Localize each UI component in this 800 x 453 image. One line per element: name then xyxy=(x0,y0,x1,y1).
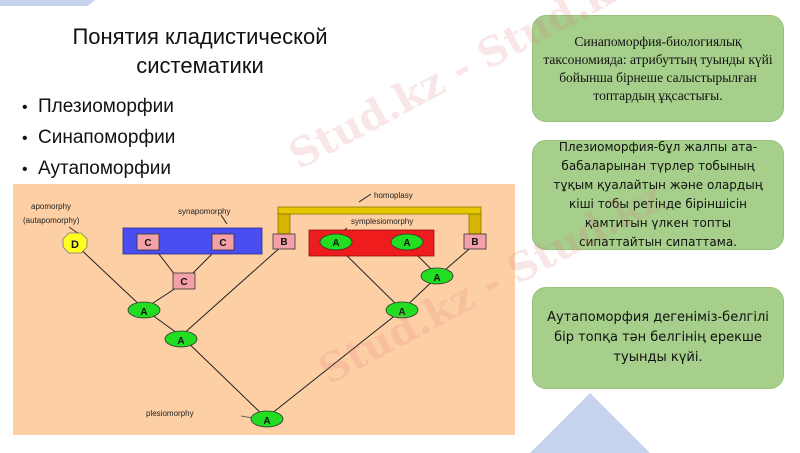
node-a-root-label: A xyxy=(263,416,270,427)
bullet-synapomorphy: Синапоморфии xyxy=(22,123,175,154)
corner-decoration-top-left xyxy=(0,0,95,6)
node-a-right-upper xyxy=(420,267,454,285)
node-b-right-label: B xyxy=(471,237,478,248)
node-c-left-label: C xyxy=(144,238,151,249)
node-a-sym-left-label: A xyxy=(332,238,339,249)
node-a-sym-right xyxy=(390,233,424,251)
node-a-right-lower-label: A xyxy=(398,307,405,318)
card-synapomorphy-definition: Синапоморфия-биологиялық таксономияда: а… xyxy=(532,15,784,122)
label-homoplasy: homoplasy xyxy=(374,191,413,200)
card-plesiomorphy-definition: Плезиоморфия-бұл жалпы ата-бабаларынан т… xyxy=(532,140,784,250)
node-d-label: D xyxy=(71,239,79,251)
node-a-left-upper-label: A xyxy=(140,307,147,318)
corner-decoration-bottom xyxy=(530,393,650,453)
slide-title: Понятия кладистической систематики xyxy=(40,22,360,80)
node-c-left xyxy=(136,233,160,251)
card-synapomorphy-text: Синапоморфия-биологиялық таксономияда: а… xyxy=(543,33,773,103)
card-autapomorphy-text: Аутапоморфия дегеніміз-белгілі бір топқа… xyxy=(547,310,769,365)
card-plesiomorphy-text: Плезиоморфия-бұл жалпы ата-бабаларынан т… xyxy=(553,140,763,249)
label-apomorphy: apomorphy xyxy=(31,202,71,211)
label-autapomorphy: (autapomorphy) xyxy=(23,216,80,225)
node-b-left-label: B xyxy=(280,237,287,248)
node-c-right xyxy=(211,233,235,251)
node-a-sym-right-label: A xyxy=(403,238,410,249)
cladogram-diagram: D C C C B B A A A A A A A xyxy=(13,184,515,435)
node-d xyxy=(62,232,88,254)
node-c-right-label: C xyxy=(219,238,226,249)
card-autapomorphy-definition: Аутапоморфия дегеніміз-белгілі бір топқа… xyxy=(532,287,784,389)
node-b-left xyxy=(272,233,296,250)
bullet-autapomorphy: Аутапоморфии xyxy=(22,154,175,185)
node-a-right-lower xyxy=(385,301,419,319)
node-c-mid-label: C xyxy=(180,277,187,288)
label-synapomorphy: synapomorphy xyxy=(178,207,230,216)
node-a-root xyxy=(250,410,284,428)
title-line-2: систематики xyxy=(136,53,264,78)
node-a-left-lower xyxy=(164,330,198,348)
bullet-plesiomorphy: Плезиоморфии xyxy=(22,92,175,123)
node-a-right-upper-label: A xyxy=(433,273,440,284)
node-a-left-lower-label: A xyxy=(177,336,184,347)
node-b-right xyxy=(463,233,487,250)
title-line-1: Понятия кладистической xyxy=(72,24,328,49)
label-plesiomorphy: plesiomorphy xyxy=(146,409,194,418)
node-c-mid xyxy=(172,272,196,290)
concept-list: Плезиоморфии Синапоморфии Аутапоморфии xyxy=(22,92,175,185)
node-a-left-upper xyxy=(127,301,161,319)
node-a-sym-left xyxy=(319,233,353,251)
label-symplesiomorphy: symplesiomorphy xyxy=(351,217,413,226)
